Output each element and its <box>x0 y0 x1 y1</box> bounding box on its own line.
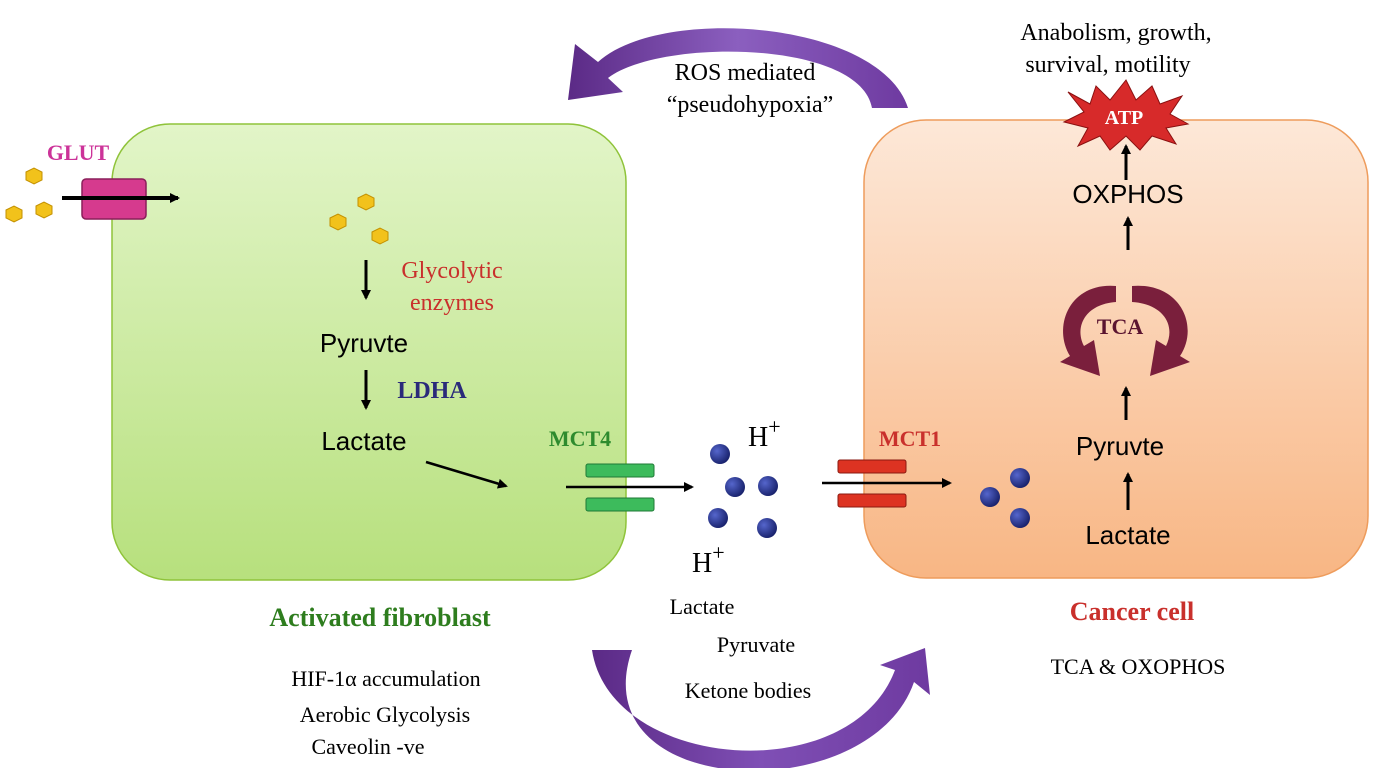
glycolytic-enzymes-line1: Glycolytic <box>401 258 502 284</box>
metabolite-pyruvate: Pyruvate <box>717 632 795 657</box>
fibroblast-cell <box>111 123 627 581</box>
metabolite-lactate: Lactate <box>670 594 735 619</box>
metabolite-cycle-arrow <box>592 648 930 768</box>
glycolytic-enzymes-line2: enzymes <box>410 290 494 316</box>
ros-cycle-arrow <box>568 28 908 108</box>
tca-label: TCA <box>1097 314 1144 339</box>
glut-label: GLUT <box>47 140 110 165</box>
mct4-transporter-top <box>585 463 655 478</box>
outcome-line1: Anabolism, growth, <box>1020 20 1211 46</box>
fibroblast-lactate: Lactate <box>321 426 406 456</box>
metabolite-ketone-bodies: Ketone bodies <box>685 678 811 703</box>
fibroblast-pyruvate: Pyruvte <box>320 328 408 358</box>
cancer-subtitle: TCA & OXOPHOS <box>1051 654 1226 679</box>
atp-burst <box>1062 79 1190 151</box>
glucose-outside <box>5 167 53 223</box>
extracellular-protons <box>708 444 778 538</box>
glucose-inside <box>329 193 389 245</box>
mct1-transporter-bottom <box>837 493 907 508</box>
h-plus-bottom: H+ <box>692 540 725 579</box>
tca-cycle-arrows <box>1060 285 1190 376</box>
h-plus-top: H+ <box>748 414 781 453</box>
outcome-line2: survival, motility <box>1025 52 1190 78</box>
fibroblast-title: Activated fibroblast <box>269 603 491 632</box>
mct4-label: MCT4 <box>549 426 611 451</box>
fibroblast-feature-3: Caveolin -ve <box>311 734 424 759</box>
ldha-label: LDHA <box>397 378 467 404</box>
mct1-transporter-top <box>837 459 907 474</box>
ros-label-line2: “pseudohypoxia” <box>667 92 834 118</box>
cancer-protons <box>980 468 1030 528</box>
mct1-label: MCT1 <box>879 426 941 451</box>
fibroblast-feature-2: Aerobic Glycolysis <box>300 702 470 727</box>
cancer-title: Cancer cell <box>1070 597 1194 626</box>
lactate-export-arrow <box>425 460 508 489</box>
atp-label: ATP <box>1105 107 1144 129</box>
ros-label-line1: ROS mediated <box>675 60 816 86</box>
cancer-lactate: Lactate <box>1085 520 1170 550</box>
oxphos-label: OXPHOS <box>1072 179 1183 209</box>
fibroblast-feature-1: HIF-1α accumulation <box>291 666 480 691</box>
mct4-transporter-bottom <box>585 497 655 512</box>
cancer-pyruvate: Pyruvte <box>1076 431 1164 461</box>
